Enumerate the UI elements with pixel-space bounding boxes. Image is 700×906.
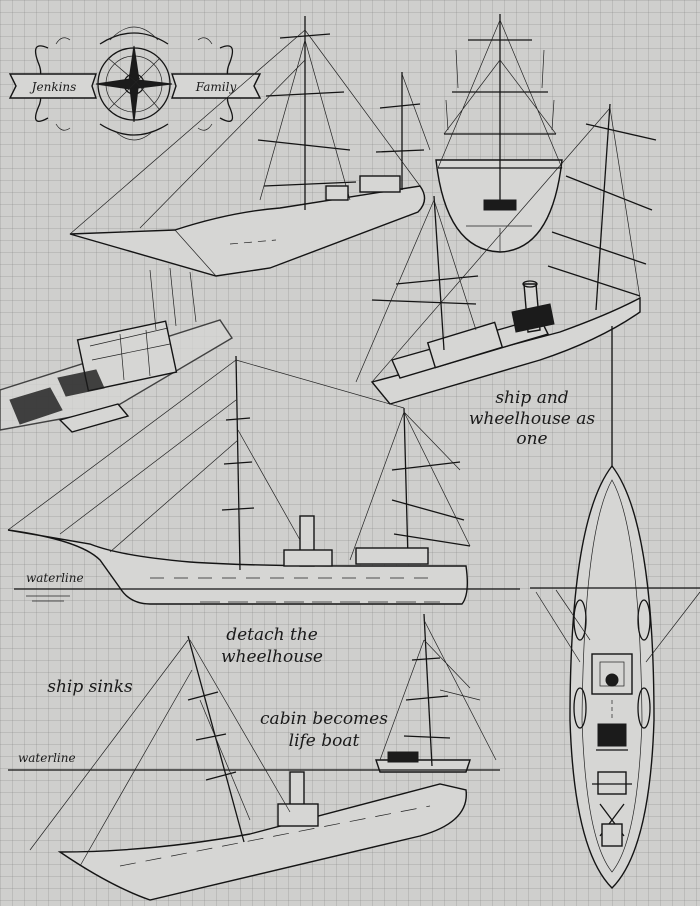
caption-line-3: one [516, 429, 547, 449]
waterline-top: waterline [14, 571, 520, 602]
lifeboat-cabin [375, 613, 497, 773]
caption-line-1: ship and [495, 388, 568, 408]
waterline-top-label: waterline [26, 571, 84, 585]
detach-line-2: wheelhouse [221, 647, 323, 667]
detach-line-1: detach the [226, 625, 318, 645]
compass-rose-icon [95, 26, 173, 141]
ship-perspective-top-left [69, 16, 431, 277]
cabin-line-2: life boat [289, 731, 360, 751]
deck-fragment-left [0, 267, 233, 433]
caption-cabin-lifeboat: cabin becomes life boat [260, 709, 388, 751]
ship-plan-view [530, 326, 700, 889]
right-banner: Family [171, 73, 262, 99]
family-emblem: Jenkins Family [8, 26, 262, 141]
ship-bow-view [435, 14, 563, 253]
left-banner: Jenkins [8, 73, 97, 99]
emblem-left-banner-text: Jenkins [29, 80, 77, 94]
ship-tilted-right [355, 103, 657, 405]
caption-line-2: wheelhouse as [469, 409, 596, 429]
caption-detach-wheelhouse: detach the wheelhouse [221, 625, 323, 667]
caption-ship-and-wheelhouse: ship and wheelhouse as one [469, 388, 596, 449]
ship-side-view-middle [7, 355, 471, 605]
emblem-right-banner-text: Family [195, 80, 237, 94]
caption-ship-sinks: ship sinks [47, 677, 133, 697]
waterline-bottom-label: waterline [18, 751, 76, 765]
ship-sinking [29, 635, 467, 901]
cabin-line-1: cabin becomes [260, 709, 388, 729]
